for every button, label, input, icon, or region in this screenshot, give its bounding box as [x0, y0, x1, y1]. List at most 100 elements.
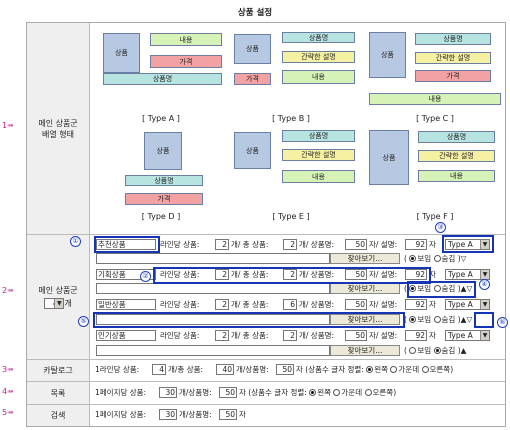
chevron-down-icon: ▼	[480, 270, 489, 279]
catalog-align-group: 자 (상품수 글자 정렬: 왼쪽 가운데 오른쪽)	[296, 365, 454, 374]
group-1-name-input[interactable]: 추천상품	[96, 239, 156, 250]
group-3-total-input[interactable]: 6	[283, 299, 297, 310]
group-1-desc-input[interactable]: 92	[405, 239, 427, 250]
group-2-type-select[interactable]: Type A▼	[445, 269, 490, 280]
list-name-len-input[interactable]: 50	[219, 387, 237, 398]
search-name-len-input[interactable]: 50	[219, 409, 237, 420]
type-a-name-block: 상품명	[103, 73, 222, 85]
unit-char: 자	[429, 270, 436, 279]
chevron-down-icon: ▼	[480, 331, 489, 340]
group-1-per-line-label: 라인당 상품:	[160, 240, 200, 249]
catalog-label: 카탈로그	[27, 360, 89, 381]
catalog-per-line-input[interactable]: 4	[152, 364, 166, 375]
group-3-file-input[interactable]	[96, 314, 330, 325]
group-4-browse-button[interactable]: 찾아보기...	[330, 345, 400, 356]
group-3-browse-button[interactable]: 찾아보기...	[330, 314, 400, 325]
group-2-browse-button[interactable]: 찾아보기...	[330, 283, 400, 294]
group-3-desc-label: 자/ 설명:	[369, 300, 398, 309]
move-up-down-icon[interactable]: ▲▽	[460, 315, 473, 324]
group-2-total-label: 개/ 총 상품:	[231, 270, 269, 279]
callout-4-box	[407, 281, 476, 298]
group-1-type-select[interactable]: Type A▼	[445, 239, 490, 250]
callout-6-box	[474, 312, 494, 328]
chevron-down-icon: ▼	[54, 299, 64, 308]
type-e-desc-block: 간략한 설명	[282, 149, 355, 161]
group-1-name-len-input[interactable]: 50	[345, 239, 367, 250]
catalog-name-len-input[interactable]: 50	[276, 364, 294, 375]
callout-5: ⑤	[78, 316, 89, 327]
group-1-per-line-input[interactable]: 2	[215, 239, 229, 250]
group-2-per-line-label: 라인당 상품:	[160, 270, 200, 279]
align-right-radio[interactable]	[421, 366, 429, 373]
align-center-radio[interactable]	[333, 389, 341, 396]
group-2-name-len-input[interactable]: 50	[345, 269, 367, 280]
type-f-label: [ Type F ]	[416, 212, 454, 221]
show-radio[interactable]	[409, 316, 417, 323]
group-2-desc-label: 자/ 설명:	[369, 270, 398, 279]
type-b-desc-block: 간략한 설명	[282, 51, 355, 63]
group-3-total-label: 개/ 총 상품:	[231, 300, 269, 309]
group-2-total-input[interactable]: 2	[283, 269, 297, 280]
group-4-desc-label: 자/ 설명:	[369, 331, 398, 340]
group-4-name-input[interactable]: 인기상품	[96, 330, 156, 341]
callout-3: ③	[435, 222, 446, 233]
chevron-down-icon: ▼	[480, 240, 489, 249]
hide-radio[interactable]	[433, 255, 441, 262]
move-down-icon[interactable]: ▽	[460, 254, 467, 263]
group-2-file-input[interactable]	[96, 283, 330, 294]
group-1-browse-button[interactable]: 찾아보기...	[330, 253, 400, 264]
type-a-content-block: 내용	[150, 33, 222, 46]
group-3-name-input[interactable]: 일반상품	[96, 299, 156, 310]
move-up-icon[interactable]: ▲	[460, 346, 467, 355]
show-radio[interactable]	[409, 347, 417, 354]
type-f-desc-block: 간략한 설명	[418, 150, 495, 162]
type-f-product-block: 상품	[369, 130, 409, 185]
group-2-name-input[interactable]: 기획상품	[96, 269, 156, 280]
group-4-total-label: 개/ 총 상품:	[231, 331, 269, 340]
hide-radio[interactable]	[433, 316, 441, 323]
callout-1-box	[94, 236, 160, 253]
move-up-down-icon[interactable]: ▲▽	[460, 284, 473, 293]
type-f-name-block: 상품명	[418, 131, 495, 143]
hide-radio[interactable]	[433, 285, 441, 292]
align-left-radio[interactable]	[366, 366, 374, 373]
group-4-file-input[interactable]	[96, 345, 330, 356]
search-per-page-input[interactable]: 30	[159, 409, 177, 420]
group-4-per-line-input[interactable]: 2	[215, 330, 229, 341]
align-center-radio[interactable]	[390, 366, 398, 373]
catalog-name-label: 개/상품명:	[236, 365, 269, 374]
group-3-desc-input[interactable]: 92	[405, 299, 427, 310]
group-1-total-label: 개/ 총 상품:	[231, 240, 269, 249]
group-4-name-len-input[interactable]: 50	[345, 330, 367, 341]
align-left-radio[interactable]	[309, 389, 317, 396]
group-2-desc-input[interactable]: 92	[405, 269, 427, 280]
show-radio[interactable]	[409, 255, 417, 262]
unit-char: 자	[429, 331, 436, 340]
group-3-per-line-input[interactable]: 2	[215, 299, 229, 310]
hide-radio[interactable]	[433, 347, 441, 354]
search-suffix: 자	[239, 410, 246, 419]
show-radio[interactable]	[409, 285, 417, 292]
type-b-product-block: 상품	[234, 34, 271, 64]
group-1-file-input[interactable]	[96, 253, 330, 264]
type-e-label: [ Type E ]	[272, 212, 310, 221]
group-3-name-len-input[interactable]: 50	[345, 299, 367, 310]
callout-4: ④	[479, 279, 490, 290]
group-4-desc-input[interactable]: 92	[405, 330, 427, 341]
group-4-type-select[interactable]: Type A▼	[445, 330, 490, 341]
main-group-count-select[interactable]: 4▼	[44, 298, 65, 309]
main-group-label: 메인 상품군 4▼개	[27, 235, 89, 359]
callout-3-box	[442, 235, 494, 253]
group-4-per-line-label: 라인당 상품:	[160, 331, 200, 340]
marker-5: 5➠	[2, 408, 14, 417]
list-per-page-input[interactable]: 30	[159, 387, 177, 398]
catalog-total-input[interactable]: 40	[216, 364, 234, 375]
group-1-total-input[interactable]: 2	[283, 239, 297, 250]
group-3-type-select[interactable]: Type A▼	[445, 299, 490, 310]
align-right-radio[interactable]	[364, 389, 372, 396]
group-4-name-len-label: 개/ 상품명:	[299, 331, 335, 340]
group-2-per-line-input[interactable]: 2	[215, 269, 229, 280]
group-4-total-input[interactable]: 2	[283, 330, 297, 341]
group-4-visibility: ( 보임 숨김 )▲	[404, 346, 467, 355]
list-label: 목록	[27, 382, 89, 404]
